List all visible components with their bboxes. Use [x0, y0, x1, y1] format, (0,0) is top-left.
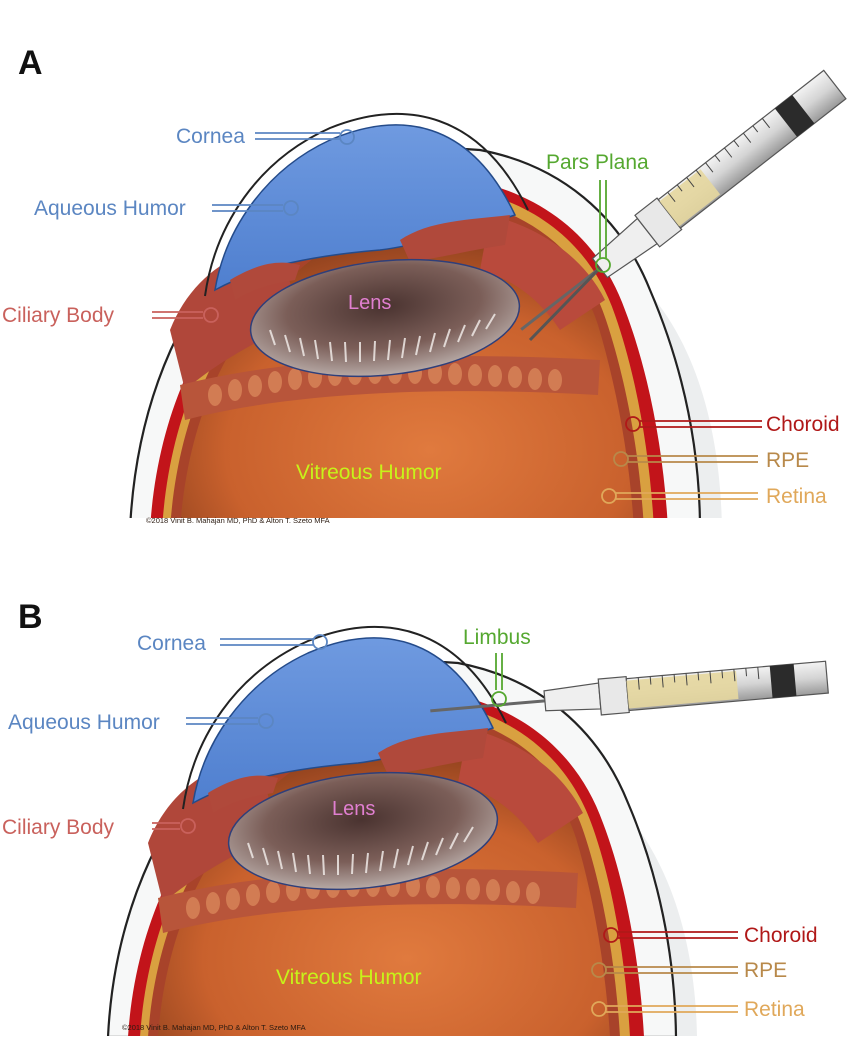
choroid-label: Choroid [766, 413, 840, 436]
lens-label: Lens [348, 292, 392, 314]
limbus-pointer [491, 653, 507, 707]
aqueous-pointer [212, 200, 299, 216]
cornea-label: Cornea [137, 632, 206, 655]
rpe-pointer [591, 962, 738, 978]
panel-b: B Cornea Aqueous Humor Ciliary Body Lens… [0, 518, 850, 1036]
ciliary-pointer [152, 818, 196, 834]
aqueous-chamber [214, 124, 517, 292]
panel-a: A Cornea Aqueous Humor Ciliary Body Lens… [0, 0, 850, 525]
choroid-pointer [603, 927, 738, 943]
limbus-label: Limbus [463, 626, 531, 649]
pars-plana-label: Pars Plana [546, 151, 649, 174]
lens-fibers [269, 313, 496, 363]
eye-diagram-b [106, 625, 829, 1036]
ciliary-body-label: Ciliary Body [2, 304, 115, 327]
ora-serrata-band [180, 356, 600, 420]
lens-fibers [247, 826, 474, 876]
retina-pointer [601, 488, 758, 504]
retina-pointer [591, 1001, 738, 1017]
panel-label: B [18, 598, 43, 636]
aqueous-humor-label: Aqueous Humor [34, 197, 186, 220]
retina-label: Retina [744, 998, 805, 1021]
copyright-text: ©2018 Vinit B. Mahajan MD, PhD & Alton T… [146, 516, 330, 525]
rpe-label: RPE [744, 959, 788, 982]
cornea-pointer [255, 129, 355, 145]
choroid-pointer [625, 416, 762, 432]
iris [378, 728, 488, 775]
lens [249, 258, 521, 378]
aqueous-chamber [192, 637, 495, 805]
vitreous-humor-label: Vitreous Humor [296, 461, 442, 484]
ciliary-body-label: Ciliary Body [2, 816, 115, 839]
vitreous-humor-label: Vitreous Humor [276, 966, 422, 989]
rpe-pointer [613, 451, 758, 467]
iris [400, 215, 510, 262]
aqueous-humor-label: Aqueous Humor [8, 711, 160, 734]
rpe-label: RPE [766, 449, 810, 472]
cornea-label: Cornea [176, 125, 245, 148]
ciliary-pointer [152, 307, 219, 323]
retina-label: Retina [766, 485, 827, 508]
syringe-icon [430, 660, 829, 716]
panel-label: A [18, 44, 43, 82]
cornea-pointer [220, 634, 328, 650]
lens [227, 771, 499, 891]
choroid-label: Choroid [744, 924, 818, 947]
syringe-icon [520, 69, 847, 331]
eye-diagram-a [129, 69, 847, 518]
pars-plana-pointer [595, 180, 611, 273]
aqueous-pointer [186, 713, 274, 729]
lens-label: Lens [332, 798, 376, 820]
copyright-text: ©2018 Vinit B. Mahajan MD, PhD & Alton T… [122, 1023, 306, 1032]
